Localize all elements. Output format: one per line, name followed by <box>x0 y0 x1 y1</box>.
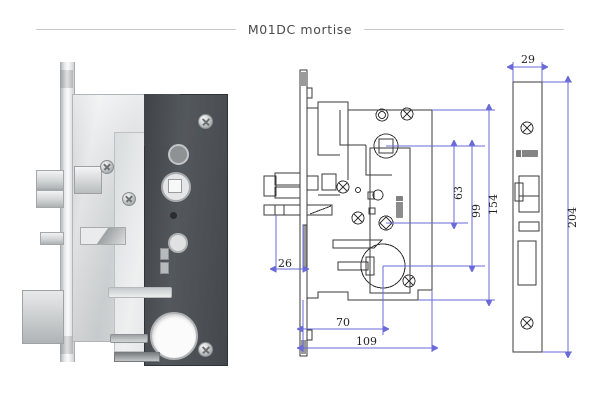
dimension-70: 70 <box>336 316 350 329</box>
side-view-brand-logo <box>396 196 403 218</box>
dimension-63: 63 <box>452 186 465 200</box>
side-upper-holes <box>375 107 414 122</box>
dimension-154: 154 <box>487 194 500 215</box>
faceplate-brand-logo <box>516 150 538 157</box>
side-case-outline <box>307 101 433 301</box>
side-bottom-screw <box>402 274 416 288</box>
photo-body-groove <box>108 287 172 298</box>
side-small-features <box>351 189 384 225</box>
dimension-29: 29 <box>521 53 535 66</box>
title-rule-left <box>35 28 236 30</box>
dimension-99: 99 <box>470 204 483 218</box>
dimension-204: 204 <box>566 207 579 228</box>
photo-upper-round-hole <box>168 144 189 165</box>
photo-screw-left-upper <box>100 160 114 174</box>
photo-screw-left-lower <box>122 192 136 206</box>
photo-key-slot <box>110 334 148 343</box>
side-case-step <box>317 108 340 196</box>
photo-small-slot-upper <box>160 248 169 260</box>
photo-mid-square-hole <box>168 233 188 253</box>
photo-deadbolt <box>22 290 64 344</box>
side-lever-slot <box>332 239 384 249</box>
side-faceplate <box>299 69 313 357</box>
dimension-lines <box>276 62 572 352</box>
photo-pin-dot <box>170 212 177 219</box>
side-bolts <box>263 172 337 270</box>
photo-latch-bolt-lower <box>36 190 64 208</box>
side-left-screw <box>336 180 361 194</box>
photo-small-slot-lower <box>160 262 169 274</box>
dimension-26: 26 <box>278 257 292 270</box>
product-photo <box>22 62 250 366</box>
side-diamond-hole <box>378 215 394 231</box>
dimension-109: 109 <box>356 335 377 348</box>
photo-latch-bolt-upper <box>36 170 64 190</box>
faceplate-view <box>512 81 543 353</box>
side-spindle-hole <box>373 133 399 159</box>
photo-key-pin <box>114 352 160 362</box>
page-title: M01DC mortise <box>247 21 353 37</box>
photo-dark-plate-notch <box>144 94 180 146</box>
sheet-title-bar: M01DC mortise <box>0 18 600 40</box>
photo-screw-bottom-right <box>198 342 213 357</box>
photo-auxiliary-bolt <box>40 232 64 245</box>
photo-faceplate-tab-top <box>60 70 73 88</box>
title-rule-right <box>364 28 565 30</box>
photo-spindle-square <box>168 179 182 193</box>
photo-lever-arm <box>80 227 126 245</box>
photo-cylinder-hole <box>150 312 198 360</box>
photo-screw-top-right <box>198 114 213 129</box>
photo-latch-internal <box>74 166 102 194</box>
side-cylinder-hole <box>337 243 406 289</box>
